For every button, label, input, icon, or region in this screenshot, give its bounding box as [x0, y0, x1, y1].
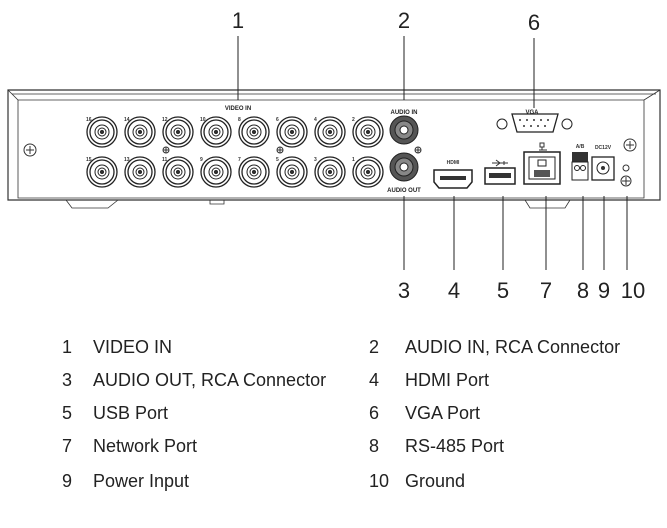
audio-in-rca-connector [389, 115, 419, 145]
bnc-channel-label: 7 [238, 157, 241, 163]
bnc-connector: 1 [352, 156, 384, 188]
bnc-connector: 15 [86, 156, 118, 188]
bnc-connector: 14 [124, 116, 156, 148]
network-icon [539, 142, 547, 151]
callout-6: 6 [528, 10, 540, 35]
bnc-connector: 4 [314, 116, 346, 148]
usb-port [484, 167, 516, 185]
callout-5: 5 [497, 278, 509, 303]
callout-9: 9 [598, 278, 610, 303]
bnc-channel-label: 8 [238, 117, 241, 123]
audio-out-label: AUDIO OUT [387, 188, 421, 194]
bnc-connector: 13 [124, 156, 156, 188]
bnc-channel-label: 5 [276, 157, 279, 163]
hdmi-port [433, 169, 473, 189]
callout-2: 2 [398, 8, 410, 33]
bnc-channel-label: 12 [162, 117, 168, 123]
bnc-connector: 8 [238, 116, 270, 148]
bnc-channel-label: 4 [314, 117, 317, 123]
bnc-connector: 7 [238, 156, 270, 188]
ground-symbol-icon [162, 146, 422, 154]
bnc-channel-label: 13 [124, 157, 130, 163]
power-input-jack [591, 156, 615, 181]
callout-7: 7 [540, 278, 552, 303]
bnc-channel-label: 10 [200, 117, 206, 123]
bnc-connector: 9 [200, 156, 232, 188]
power-label: DC12V [595, 145, 612, 151]
bnc-connector: 16 [86, 116, 118, 148]
bnc-connector-group: 16 14 12 10 8 6 4 2 15 13 11 9 7 5 3 1 [86, 116, 384, 188]
bnc-channel-label: 1 [352, 157, 355, 163]
bnc-channel-label: 2 [352, 117, 355, 123]
bnc-connector: 5 [276, 156, 308, 188]
audio-out-rca-connector [389, 152, 419, 182]
bnc-channel-label: 14 [124, 117, 130, 123]
bnc-channel-label: 6 [276, 117, 279, 123]
vga-label: VGA [525, 110, 539, 116]
callout-4: 4 [448, 278, 460, 303]
bnc-channel-label: 3 [314, 157, 317, 163]
callout-10: 10 [621, 278, 645, 303]
right-screw-icon [623, 138, 637, 152]
callout-numbers: 1 2 6 3 4 5 7 8 9 10 [232, 8, 645, 303]
usb-icon [492, 159, 508, 167]
left-screw-icon [23, 143, 37, 157]
callout-lines [237, 36, 628, 270]
callout-1: 1 [232, 8, 244, 33]
bnc-channel-label: 16 [86, 117, 92, 123]
rs485-port [571, 152, 589, 181]
bnc-connector: 6 [276, 116, 308, 148]
ground-terminal-icon [620, 164, 632, 187]
video-in-label: VIDEO IN [225, 106, 251, 112]
rs485-label: A/B [576, 144, 585, 150]
callout-3: 3 [398, 278, 410, 303]
chassis [7, 89, 661, 209]
bnc-connector: 12 [162, 116, 194, 148]
hdmi-label: HDMI [447, 160, 460, 166]
bnc-connector: 3 [314, 156, 346, 188]
bnc-channel-label: 9 [200, 157, 203, 163]
network-port [523, 151, 561, 185]
audio-in-label: AUDIO IN [391, 110, 418, 116]
bnc-connector: 2 [352, 116, 384, 148]
vga-port [496, 113, 573, 133]
bnc-connector: 11 [162, 156, 194, 188]
callout-8: 8 [577, 278, 589, 303]
bnc-connector: 10 [200, 116, 232, 148]
bnc-channel-label: 15 [86, 157, 92, 163]
bnc-channel-label: 11 [162, 157, 168, 163]
